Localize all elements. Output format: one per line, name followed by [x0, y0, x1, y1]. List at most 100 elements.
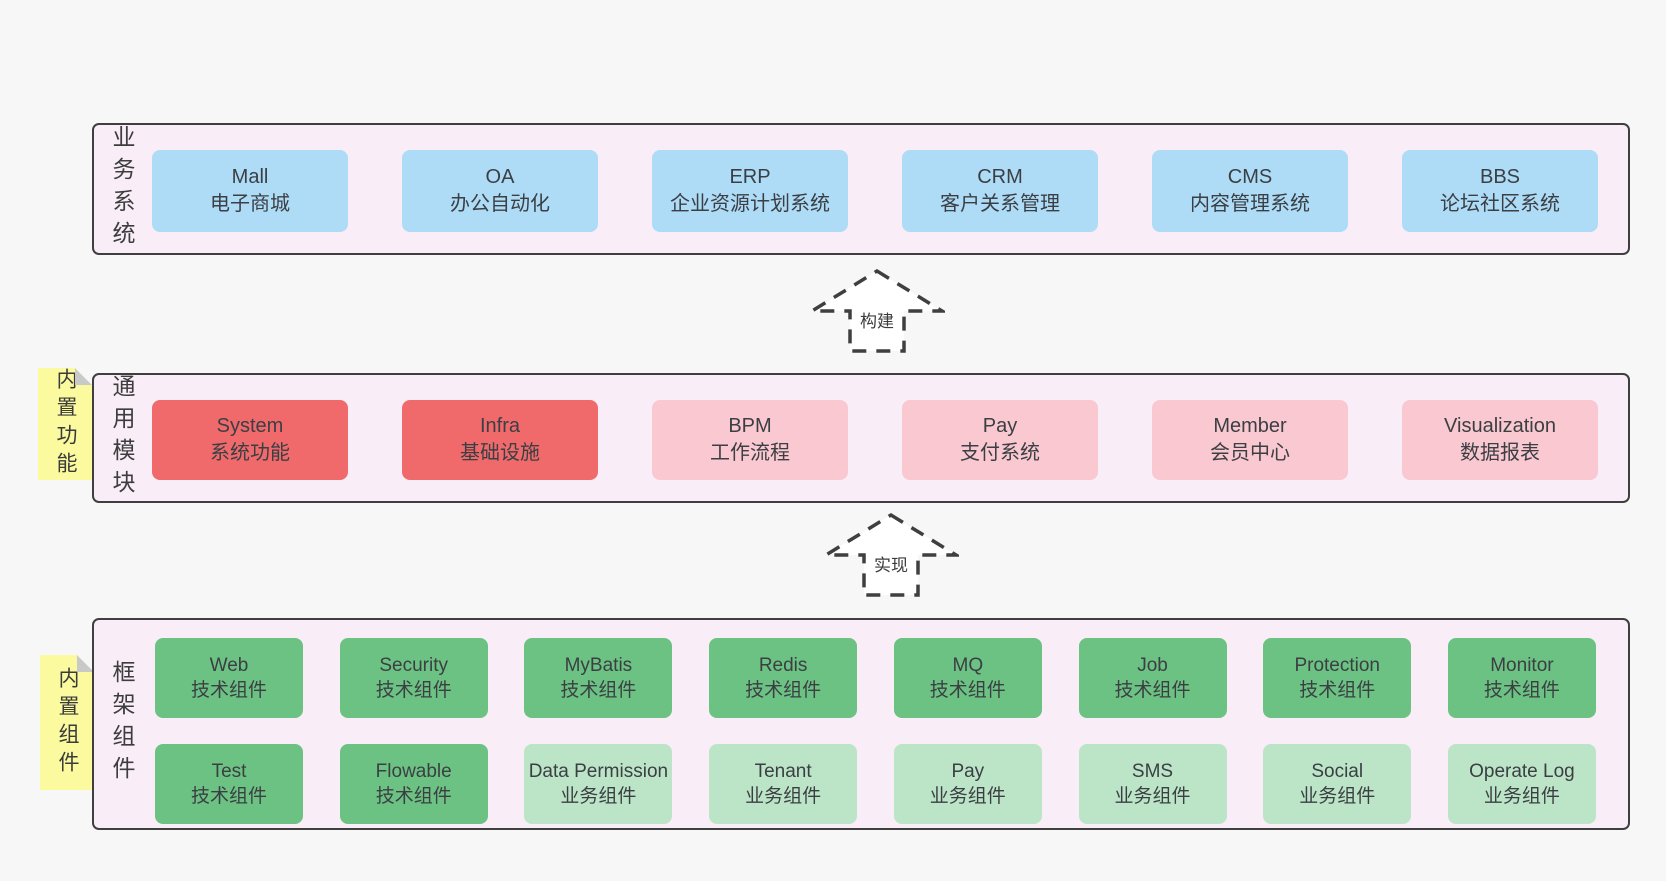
box-subtitle: 工作流程 [710, 442, 790, 464]
box-sms: SMS 业务组件 [1078, 744, 1227, 824]
box-title: Pay [951, 761, 985, 782]
framework-row-1: Web 技术组件 Security 技术组件 MyBatis 技术组件 Redi… [155, 638, 1596, 718]
box-title: Web [209, 655, 249, 676]
box-subtitle: 技术组件 [1483, 680, 1560, 701]
framework-row-2: Test 技术组件 Flowable 技术组件 Data Permission … [155, 744, 1596, 824]
box-subtitle: 系统功能 [210, 442, 290, 464]
box-test: Test 技术组件 [155, 744, 303, 824]
panel-business-systems: 业务系统 Mall 电子商城 OA 办公自动化 ERP 企业资源计划系统 CRM… [92, 123, 1630, 255]
box-title: Security [379, 655, 449, 676]
box-protection: Protection 技术组件 [1263, 638, 1412, 718]
box-oa: OA 办公自动化 [402, 150, 598, 232]
box-title: Data Permission [528, 761, 669, 782]
box-subtitle: 业务组件 [929, 786, 1006, 807]
box-tenant: Tenant 业务组件 [709, 744, 858, 824]
box-title: BBS [1479, 166, 1521, 188]
box-title: MQ [952, 655, 984, 676]
box-bpm: BPM 工作流程 [652, 400, 848, 480]
box-title: Mall [231, 166, 269, 188]
box-subtitle: 内容管理系统 [1190, 193, 1310, 215]
box-infra: Infra 基础设施 [402, 400, 598, 480]
box-job: Job 技术组件 [1078, 638, 1227, 718]
box-mall: Mall 电子商城 [152, 150, 348, 232]
box-title: CRM [977, 166, 1023, 188]
box-title: Pay [982, 415, 1018, 437]
box-operate-log: Operate Log 业务组件 [1447, 744, 1596, 824]
arrow-implement: 实现 [823, 512, 959, 598]
box-data-permission: Data Permission 业务组件 [524, 744, 673, 824]
box-subtitle: 技术组件 [190, 680, 267, 701]
box-title: Tenant [754, 761, 812, 782]
box-title: Visualization [1444, 415, 1556, 437]
box-subtitle: 技术组件 [1299, 680, 1376, 701]
box-title: Social [1311, 761, 1364, 782]
box-subtitle: 业务组件 [1299, 786, 1376, 807]
box-social: Social 业务组件 [1263, 744, 1412, 824]
box-title: OA [485, 166, 515, 188]
box-title: CMS [1227, 166, 1273, 188]
business-boxes-row: Mall 电子商城 OA 办公自动化 ERP 企业资源计划系统 CRM 客户关系… [152, 150, 1598, 232]
box-title: Job [1137, 655, 1168, 676]
box-subtitle: 技术组件 [375, 680, 452, 701]
box-subtitle: 业务组件 [1483, 786, 1560, 807]
box-title: Test [211, 761, 247, 782]
section-label-business: 业务系统 [109, 125, 135, 253]
box-title: BPM [728, 415, 772, 437]
box-subtitle: 技术组件 [745, 680, 822, 701]
box-redis: Redis 技术组件 [709, 638, 858, 718]
framework-rows: Web 技术组件 Security 技术组件 MyBatis 技术组件 Redi… [155, 638, 1596, 824]
box-subtitle: 企业资源计划系统 [670, 193, 830, 215]
box-mybatis: MyBatis 技术组件 [524, 638, 673, 718]
box-visualization: Visualization 数据报表 [1402, 400, 1598, 480]
section-label-modules: 通用模块 [109, 374, 135, 502]
arrow-implement-label: 实现 [871, 551, 911, 576]
box-subtitle: 技术组件 [375, 786, 452, 807]
sticky-label: 内置组件 [56, 666, 79, 779]
box-subtitle: 办公自动化 [450, 193, 550, 215]
box-title: Member [1213, 415, 1287, 437]
box-monitor: Monitor 技术组件 [1447, 638, 1596, 718]
section-label-framework: 框架组件 [109, 660, 135, 788]
panel-framework-components: 框架组件 Web 技术组件 Security 技术组件 MyBatis 技术组件… [92, 618, 1630, 830]
box-crm: CRM 客户关系管理 [902, 150, 1098, 232]
box-system: System 系统功能 [152, 400, 348, 480]
box-title: MyBatis [564, 655, 633, 676]
box-web: Web 技术组件 [155, 638, 303, 718]
box-subtitle: 客户关系管理 [940, 193, 1060, 215]
box-security: Security 技术组件 [339, 638, 488, 718]
folded-corner-icon [75, 368, 92, 385]
arrow-build: 构建 [809, 268, 945, 354]
box-mq: MQ 技术组件 [893, 638, 1042, 718]
box-title: Protection [1294, 655, 1380, 676]
box-title: ERP [729, 166, 771, 188]
box-bbs: BBS 论坛社区系统 [1402, 150, 1598, 232]
box-subtitle: 业务组件 [560, 786, 637, 807]
box-pay: Pay 支付系统 [902, 400, 1098, 480]
sticky-note-builtin-components: 内置组件 [40, 655, 94, 790]
sticky-label: 内置功能 [54, 368, 77, 480]
box-subtitle: 业务组件 [1114, 786, 1191, 807]
box-title: System [216, 415, 284, 437]
box-member: Member 会员中心 [1152, 400, 1348, 480]
box-subtitle: 论坛社区系统 [1440, 193, 1560, 215]
box-erp: ERP 企业资源计划系统 [652, 150, 848, 232]
box-title: Operate Log [1469, 761, 1575, 782]
box-title: SMS [1131, 761, 1174, 782]
box-subtitle: 技术组件 [560, 680, 637, 701]
box-title: Monitor [1490, 655, 1554, 676]
box-subtitle: 支付系统 [960, 442, 1040, 464]
box-title: Flowable [375, 761, 452, 782]
box-cms: CMS 内容管理系统 [1152, 150, 1348, 232]
box-title: Infra [479, 415, 521, 437]
box-subtitle: 基础设施 [460, 442, 540, 464]
box-subtitle: 技术组件 [929, 680, 1006, 701]
box-subtitle: 数据报表 [1460, 442, 1540, 464]
box-subtitle: 电子商城 [210, 193, 290, 215]
arrow-build-label: 构建 [857, 307, 897, 332]
box-flowable: Flowable 技术组件 [339, 744, 488, 824]
box-subtitle: 业务组件 [745, 786, 822, 807]
panel-common-modules: 通用模块 System 系统功能 Infra 基础设施 BPM 工作流程 Pay… [92, 373, 1630, 503]
sticky-note-builtin-features: 内置功能 [38, 368, 92, 480]
box-title: Redis [758, 655, 808, 676]
